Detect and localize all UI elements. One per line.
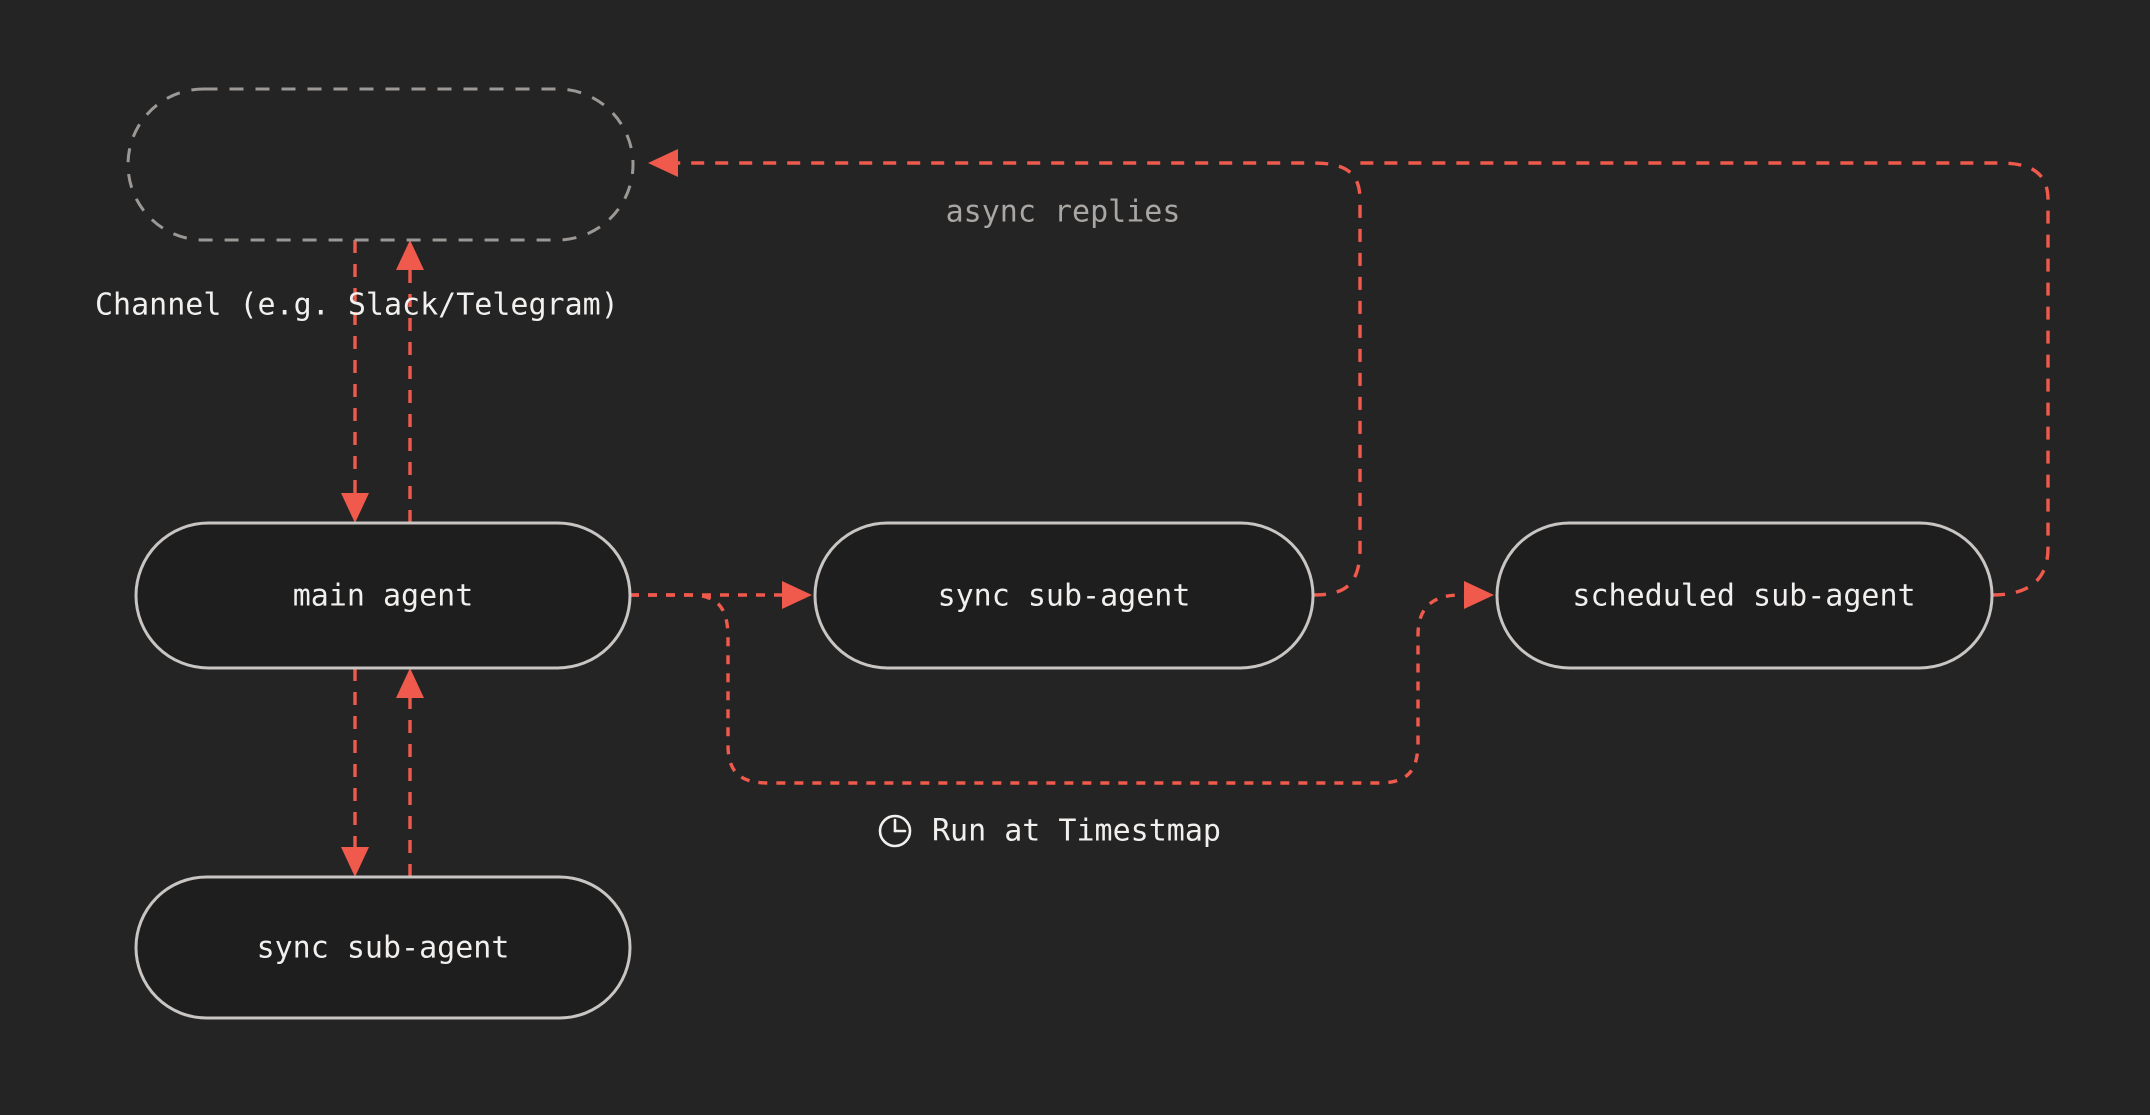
edge-sync-sub-agent-to-channel <box>648 149 1362 597</box>
scheduled-sub-agent-shape[interactable] <box>1495 521 1994 670</box>
node-sync-sub-agent-bottom[interactable]: sync sub-agent <box>134 875 632 1020</box>
sync-sub-agent-bottom-label: sync sub-agent <box>257 931 510 966</box>
node-main-agent[interactable]: main agent <box>134 521 632 670</box>
clock-icon <box>878 814 912 848</box>
arrowhead-channel-bottom <box>396 240 424 270</box>
sync-sub-agent-bottom-shape[interactable] <box>134 875 632 1020</box>
edge-channel-to-main-agent <box>341 240 369 523</box>
arrowhead-scheduled-sub-agent <box>1464 581 1494 609</box>
main-agent-label: main agent <box>293 579 474 614</box>
arrowhead-main-agent-top <box>341 493 369 523</box>
node-channel[interactable] <box>126 87 635 242</box>
main-agent-shape[interactable] <box>134 521 632 670</box>
edge-scheduled-sub-agent-to-channel <box>1360 161 2050 597</box>
channel-shape[interactable] <box>126 87 635 242</box>
edge-label-async-replies: async replies <box>946 195 1181 230</box>
channel-caption: Channel (e.g. Slack/Telegram) <box>95 288 619 323</box>
edge-main-agent-to-channel <box>396 240 424 523</box>
sync-sub-agent-right-shape[interactable] <box>813 521 1315 670</box>
arrowhead-sync-sub-agent <box>782 581 812 609</box>
node-sync-sub-agent-right[interactable]: sync sub-agent <box>813 521 1315 670</box>
arrowhead-sync-sub-agent-bottom-top <box>341 847 369 877</box>
arrowhead-main-agent-bottom <box>396 668 424 698</box>
edge-sync-sub-agent-bottom-to-main-agent <box>396 668 424 877</box>
edge-main-agent-to-scheduled-sub-agent <box>630 581 1494 785</box>
scheduled-sub-agent-label: scheduled sub-agent <box>1572 579 1915 614</box>
edge-label-run-at-timestamp: Run at Timestmap <box>932 814 1221 849</box>
arrowhead-channel-async <box>648 149 678 177</box>
node-scheduled-sub-agent[interactable]: scheduled sub-agent <box>1495 521 1994 670</box>
sync-sub-agent-right-label: sync sub-agent <box>938 579 1191 614</box>
edge-main-agent-to-sync-sub-agent-bottom <box>341 668 369 877</box>
